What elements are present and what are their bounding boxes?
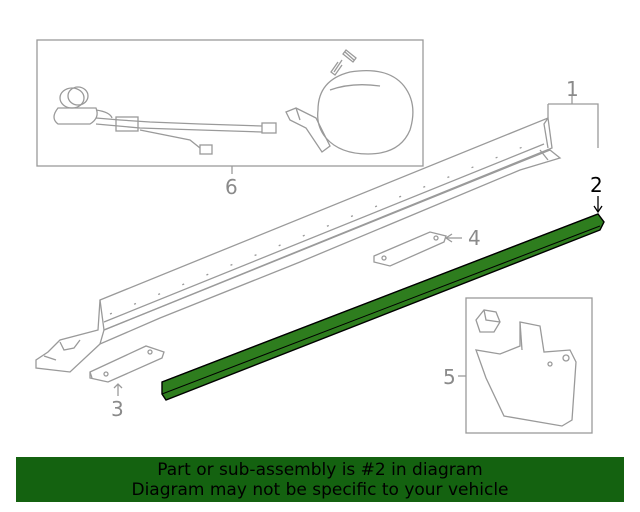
leader-lines bbox=[231, 96, 599, 377]
leader-line-2 bbox=[593, 196, 603, 214]
parts-diagram: 1 2 3 4 5 6 bbox=[35, 39, 605, 434]
molding-strip-part-highlighted bbox=[161, 213, 605, 401]
mirror-part bbox=[285, 69, 414, 155]
banner-line-disclaimer: Diagram may not be specific to your vehi… bbox=[131, 479, 509, 500]
callout-2: 2 bbox=[590, 173, 603, 197]
inset-box-5 bbox=[465, 297, 593, 434]
callout-1: 1 bbox=[566, 77, 579, 101]
rocker-panel-part bbox=[35, 117, 562, 373]
mud-flap-part bbox=[475, 321, 577, 427]
screw-part bbox=[330, 49, 357, 76]
banner-line-part: Part or sub-assembly is #2 in diagram bbox=[157, 459, 483, 480]
clip-part bbox=[475, 309, 501, 333]
bracket-part-3 bbox=[89, 345, 165, 396]
callout-6: 6 bbox=[225, 175, 238, 199]
inset-box-6 bbox=[36, 39, 424, 167]
bracket-part-4 bbox=[373, 231, 462, 267]
callout-5: 5 bbox=[443, 365, 456, 389]
callout-4: 4 bbox=[468, 226, 481, 250]
wiring-harness-part bbox=[53, 86, 277, 155]
callout-3: 3 bbox=[111, 397, 124, 421]
part-info-banner: Part or sub-assembly is #2 in diagram Di… bbox=[16, 457, 624, 502]
